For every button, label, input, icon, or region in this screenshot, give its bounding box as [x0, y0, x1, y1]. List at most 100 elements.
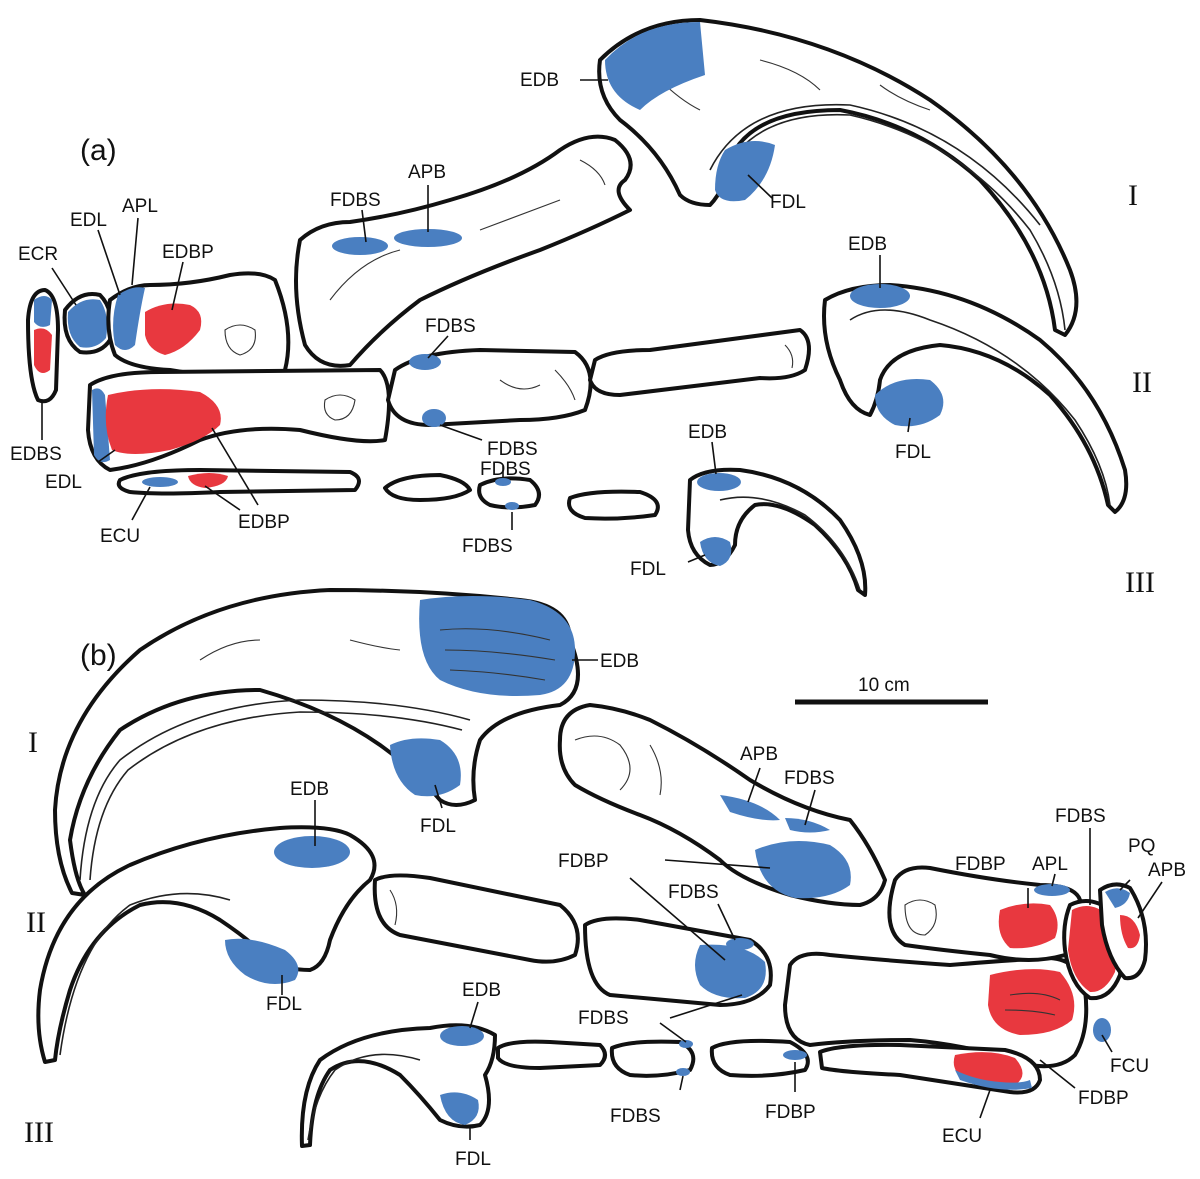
- digit-2-phalanges-a: [386, 328, 811, 427]
- metacarpal-2-b: [783, 951, 1089, 1069]
- leader-lines-a: [41, 79, 911, 563]
- label-a-edbp-1: EDBP: [162, 242, 214, 263]
- edbs-flexor-attachment-a: [34, 328, 52, 374]
- label-b-pq: PQ: [1128, 836, 1155, 857]
- edb-attachment-digit2-b: [274, 836, 350, 868]
- scale-bar: 10 cm: [795, 675, 988, 705]
- fcu-attachment-b: [1093, 1018, 1111, 1042]
- fdbs-attachment-digit3-lower-b: [676, 1068, 690, 1076]
- edbs-attachment-a: [34, 296, 52, 327]
- label-a-fdbs-4: FDBS: [480, 459, 531, 480]
- digit-3-phalanges-a: [383, 473, 660, 521]
- label-a-edbp-2: EDBP: [238, 512, 290, 533]
- label-b-fdbs-2: FDBS: [668, 882, 719, 903]
- fdl-attachment-digit2-b: [225, 938, 299, 984]
- label-b-fdbp-4: FDBP: [765, 1102, 816, 1123]
- label-a-edb-2: EDB: [848, 234, 887, 255]
- panel-b: (b): [24, 588, 1186, 1170]
- label-a-apb: APB: [408, 162, 446, 183]
- fdl-attachment-digit3-a: [700, 537, 732, 566]
- edbp-attachment-mc2-a: [105, 389, 221, 454]
- pq-attachment-b: [1105, 888, 1130, 908]
- fdbs-attachment-digit3-lower-a: [505, 502, 519, 510]
- digit-3-phalanges-b: [496, 1038, 810, 1078]
- apl-attachment-a: [113, 287, 145, 350]
- label-b-edb-3: EDB: [462, 980, 501, 1001]
- label-b-fdbs-4: FDBS: [578, 1008, 629, 1029]
- digit-2-ungual-b: [36, 825, 377, 1064]
- fdbs-attachment-mc1-b: [785, 818, 830, 833]
- label-b-fdbp-2: FDBP: [955, 854, 1006, 875]
- edl-attachment-lower-a: [92, 388, 110, 463]
- label-b-edb-1: EDB: [600, 651, 639, 672]
- label-b-fcu: FCU: [1110, 1056, 1149, 1077]
- digit-2-label-b: II: [26, 906, 46, 939]
- metacarpal-3-a: [116, 468, 361, 496]
- label-b-fdbs-1: FDBS: [784, 768, 835, 789]
- fdbs-attachment-digit2-upper-a: [409, 354, 441, 370]
- edbp-attachment-upper-a: [145, 303, 202, 355]
- label-b-fdl-1: FDL: [420, 816, 456, 837]
- edb-attachment-digit2-a: [850, 284, 910, 308]
- digit-3-ungual-b: [299, 1023, 497, 1148]
- digit-3-label-b: III: [24, 1116, 54, 1149]
- fdbp-attachment-mc1-b: [755, 841, 851, 899]
- label-b-fdl-2: FDL: [266, 994, 302, 1015]
- label-a-fdbs-5: FDBS: [462, 536, 513, 557]
- ecu-attachment-b: [955, 1070, 1032, 1090]
- fdbp-flexor-attachment-mc2-b: [988, 969, 1075, 1035]
- label-a-fdbs-1: FDBS: [330, 190, 381, 211]
- apb-flexor-attachment-b: [1120, 915, 1140, 949]
- fdbp-attachment-digit2-b: [695, 944, 766, 999]
- metacarpal-2-a: [86, 368, 391, 472]
- digit-2-ungual-a: [822, 283, 1129, 514]
- label-b-apb: APB: [740, 744, 778, 765]
- apb-attachment-digit1-a: [394, 229, 462, 247]
- label-b-fdl-3: FDL: [455, 1149, 491, 1170]
- label-a-fdbs-3: FDBS: [487, 439, 538, 460]
- metacarpal-3-b: [818, 1042, 1042, 1095]
- panel-a: (a): [10, 18, 1155, 599]
- scale-bar-label: 10 cm: [858, 675, 910, 696]
- label-b-edb-2: EDB: [290, 779, 329, 800]
- digit-1-label-a: I: [1128, 179, 1138, 212]
- edbp-attachment-mc3-a: [188, 473, 228, 488]
- carpus-b: [887, 865, 1148, 1042]
- label-b-apl: APL: [1032, 854, 1068, 875]
- digit-2-phalanges-b: [372, 873, 773, 1007]
- fdbs-attachment-digit3-upper-a: [495, 478, 511, 486]
- digit-2-label-a: II: [1132, 366, 1152, 399]
- apb-attachment-mc1-b: [720, 795, 780, 821]
- label-a-edb-3: EDB: [688, 422, 727, 443]
- leader-lines-b: [281, 659, 1163, 1140]
- edb-attachment-digit3-b: [440, 1026, 484, 1046]
- label-b-fdbs-3: FDBS: [1055, 806, 1106, 827]
- fdl-attachment-digit3-b: [440, 1092, 479, 1125]
- label-b-fdbs-5: FDBS: [610, 1106, 661, 1127]
- edb-attachment-digit1-b: [419, 596, 575, 696]
- labels-a: EDB FDL APB FDBS APL EDL ECR EDBP EDB FD…: [10, 70, 931, 580]
- labels-b: EDB FDL APB FDBS EDB FDBP FDBS FDBP APL …: [266, 651, 1186, 1170]
- label-b-ecu: ECU: [942, 1126, 982, 1147]
- digit-1-ungual-a: [597, 18, 1079, 337]
- label-a-ecu: ECU: [100, 526, 140, 547]
- fdbp-attachment-carpus-b: [998, 903, 1058, 949]
- edb-attachment-digit3-a: [697, 473, 741, 491]
- fdl-attachment-digit2-a: [875, 379, 944, 427]
- label-a-fdl-3: FDL: [630, 559, 666, 580]
- fdl-attachment-digit1-a: [715, 141, 775, 202]
- fdbs-attachment-digit2-lower-a: [422, 409, 446, 427]
- ecr-attachment-a: [67, 299, 108, 348]
- fdbp-attachment-digit3-b: [783, 1050, 807, 1060]
- carpus-a: [26, 271, 291, 404]
- digit-1-label-b: I: [28, 726, 38, 759]
- label-b-apb-2: APB: [1148, 860, 1186, 881]
- apl-attachment-b: [1034, 884, 1070, 896]
- panel-b-label: (b): [80, 639, 117, 672]
- label-a-edbs: EDBS: [10, 444, 62, 465]
- label-a-fdl-1: FDL: [770, 192, 806, 213]
- edb-attachment-digit1-a: [605, 22, 705, 110]
- digit-1-phalanx-a: [294, 134, 633, 368]
- label-a-edl-1: EDL: [70, 210, 107, 231]
